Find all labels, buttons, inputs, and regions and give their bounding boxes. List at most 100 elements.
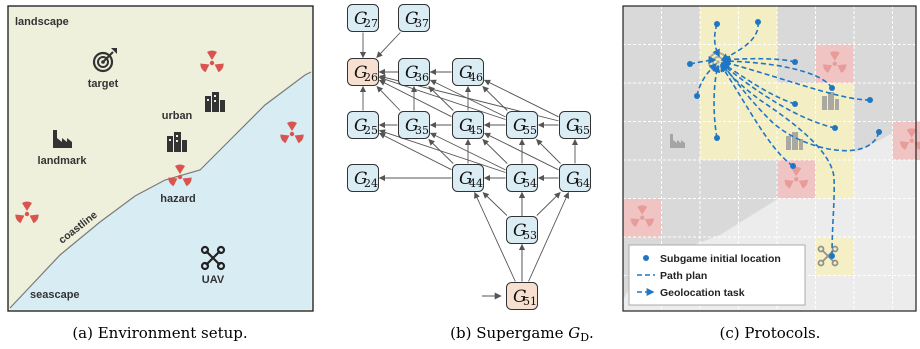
node-label: 46: [469, 71, 483, 84]
svg-text:G: G: [513, 116, 527, 136]
node-label: 27: [364, 17, 378, 30]
node-g54: G54: [506, 164, 538, 192]
legend-dot: [643, 255, 649, 261]
visited-cell: [700, 121, 739, 160]
node-label: 65: [576, 124, 590, 137]
svg-text:G: G: [354, 116, 368, 136]
node-g46: G46: [452, 58, 484, 86]
landmark-icon: [670, 134, 685, 148]
node-g51: G51: [506, 282, 538, 310]
caption-b: (b) Supergame GD.: [450, 324, 594, 344]
edges-layer: [359, 32, 579, 282]
visited-cell: [700, 44, 739, 83]
svg-text:G: G: [459, 63, 473, 83]
node-g35: G35: [398, 111, 430, 139]
node-g36: G36: [398, 58, 430, 86]
node-g55: G55: [506, 111, 538, 139]
label-seascape: seascape: [30, 289, 80, 301]
panel-environment: landscape target urban landmark hazard c…: [7, 5, 314, 312]
node-label: 45: [469, 124, 483, 137]
svg-text:G: G: [459, 169, 473, 189]
node-g25: G25: [347, 111, 379, 139]
coastline-line: [9, 71, 312, 309]
urban-icon: [786, 132, 803, 150]
edge-45-26: [378, 79, 452, 118]
edge-53-64: [536, 192, 561, 216]
edge-64-45: [483, 132, 559, 171]
legend-initial: Subgame initial location: [660, 253, 781, 265]
node-g53: G53: [506, 216, 538, 244]
edge-51-64: [528, 191, 570, 282]
node-label: 55: [523, 124, 537, 137]
panel-protocols: Subgame initial location Path plan Geolo…: [622, 5, 920, 312]
uav-icon: [817, 245, 839, 267]
label-uav: UAV: [202, 274, 225, 286]
node-g64: G64: [559, 164, 591, 192]
svg-text:G: G: [459, 116, 473, 136]
svg-text:G: G: [354, 63, 368, 83]
edge-55-46: [482, 86, 508, 111]
path-plans: [689, 21, 880, 257]
legend: Subgame initial location Path plan Geolo…: [628, 244, 806, 306]
node-g45: G45: [452, 111, 484, 139]
svg-text:G: G: [566, 116, 580, 136]
caption-a: (a) Environment setup.: [72, 324, 247, 342]
visited-cell: [738, 121, 777, 160]
edge-54-35: [429, 132, 506, 171]
caption-c: (c) Protocols.: [720, 324, 821, 342]
node-g37: G37: [398, 4, 430, 32]
svg-text:G: G: [513, 221, 527, 241]
edge-51-44: [474, 191, 516, 282]
node-label: 54: [523, 177, 537, 190]
legend-task: Geolocation task: [660, 287, 745, 299]
svg-text:G: G: [405, 116, 419, 136]
target-icon: [92, 48, 117, 73]
edge-37-26: [376, 32, 401, 58]
node-label: 53: [523, 229, 537, 242]
edge-53-44: [482, 192, 508, 216]
svg-text:G: G: [354, 9, 368, 29]
uav-icon: [200, 245, 226, 271]
node-g44: G44: [452, 164, 484, 192]
edge-54-45: [482, 139, 508, 164]
node-label: 26: [364, 71, 378, 84]
landmark-icon: [53, 130, 72, 148]
node-label: 44: [469, 177, 483, 190]
node-g65: G65: [559, 111, 591, 139]
node-label: 35: [415, 124, 429, 137]
label-landmark: landmark: [38, 155, 88, 167]
svg-text:G: G: [354, 169, 368, 189]
node-label: 51: [523, 295, 537, 308]
node-label: 64: [576, 177, 590, 190]
edge-55-26: [378, 76, 506, 120]
sea-area: [10, 72, 311, 309]
svg-text:G: G: [405, 63, 419, 83]
node-label: 36: [415, 71, 429, 84]
visited-cell: [700, 83, 739, 122]
node-g27: G27: [347, 4, 379, 32]
svg-text:G: G: [405, 9, 419, 29]
svg-text:G: G: [513, 287, 527, 307]
node-label: 24: [364, 177, 378, 190]
edge-35-26: [376, 86, 401, 111]
urban-icon: [167, 132, 187, 152]
node-g26: G26: [347, 58, 379, 86]
initial-locations: [687, 19, 882, 259]
node-label: 25: [364, 124, 378, 137]
svg-text:G: G: [513, 169, 527, 189]
edge-64-55: [536, 139, 561, 164]
label-landscape: landscape: [15, 16, 69, 28]
legend-path: Path plan: [660, 270, 707, 282]
edge-54-25: [378, 129, 506, 173]
label-urban: urban: [162, 110, 193, 122]
edge-44-35: [428, 139, 454, 164]
node-label: 37: [415, 17, 429, 30]
urban-icon: [205, 92, 225, 112]
edge-45-36: [428, 86, 454, 111]
label-hazard: hazard: [160, 193, 195, 205]
edge-65-46: [483, 79, 559, 118]
edge-44-25: [378, 132, 452, 171]
